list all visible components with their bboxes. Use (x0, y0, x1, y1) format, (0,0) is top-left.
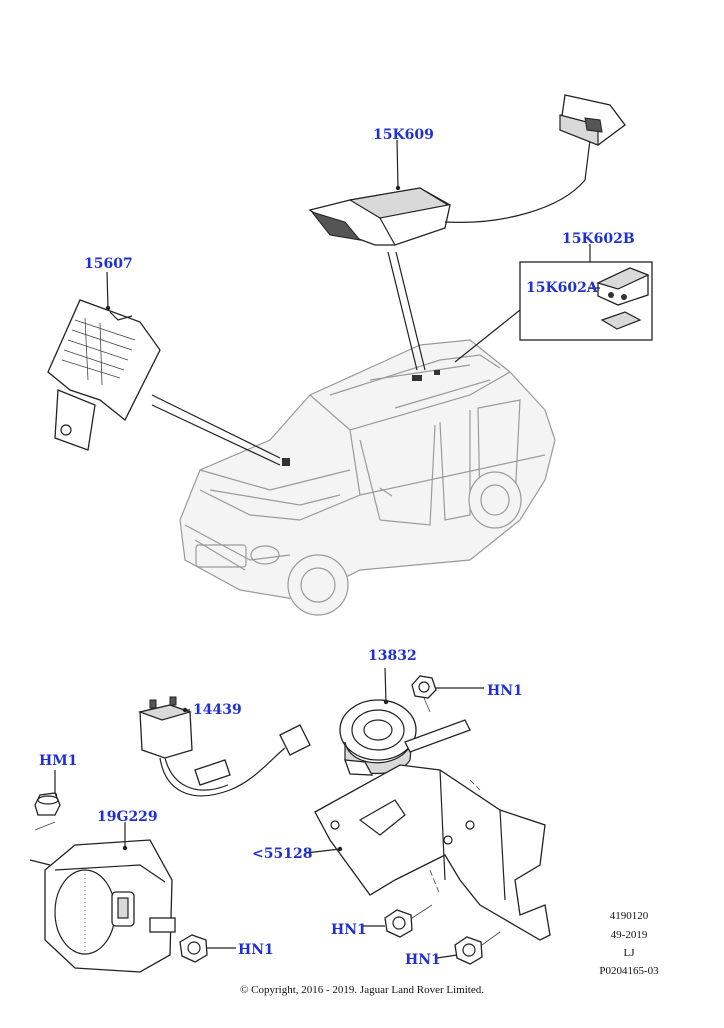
vehicle-illustration (179, 339, 556, 616)
callout-HN1-bottom[interactable]: HN1 (405, 952, 441, 968)
callout-HM1[interactable]: HM1 (39, 753, 78, 769)
copyright-notice: © Copyright, 2016 - 2019. Jaguar Land Ro… (240, 984, 484, 996)
reference-code-1: 4190120 (609, 910, 649, 922)
horn-and-bracket-illustration (305, 667, 551, 941)
nut-hn1-top-illustration (411, 675, 484, 713)
reference-code-4: P0204165-03 (599, 965, 659, 977)
nut-hn1-mid-illustration (362, 904, 433, 938)
callout-15K609[interactable]: 15K609 (373, 127, 434, 143)
module-15K609-illustration (308, 94, 626, 371)
relay-14439-illustration (137, 696, 311, 797)
module-15K602-illustration (454, 244, 653, 363)
callout-55128[interactable]: <55128 (252, 846, 313, 862)
callout-HN1-top[interactable]: HN1 (487, 683, 523, 699)
callout-15K602B[interactable]: 15K602B (562, 231, 635, 247)
module-15607-illustration (47, 271, 281, 466)
callout-15607[interactable]: 15607 (84, 256, 133, 272)
grommet-hm1-illustration (34, 770, 61, 831)
callout-15K602A[interactable]: 15K602A (526, 280, 598, 296)
callout-19G229[interactable]: 19G229 (97, 809, 158, 825)
callout-14439[interactable]: 14439 (193, 702, 242, 718)
nut-hn1-bottom-illustration (436, 931, 501, 965)
callout-HN1-mid[interactable]: HN1 (331, 922, 367, 938)
callout-13832[interactable]: 13832 (368, 648, 417, 664)
sounder-19G229-illustration (29, 822, 176, 973)
nut-hn1-left-illustration (179, 934, 236, 963)
reference-code-3: LJ (623, 947, 635, 959)
reference-code-2: 49-2019 (610, 929, 648, 941)
callout-HN1-left[interactable]: HN1 (238, 942, 274, 958)
